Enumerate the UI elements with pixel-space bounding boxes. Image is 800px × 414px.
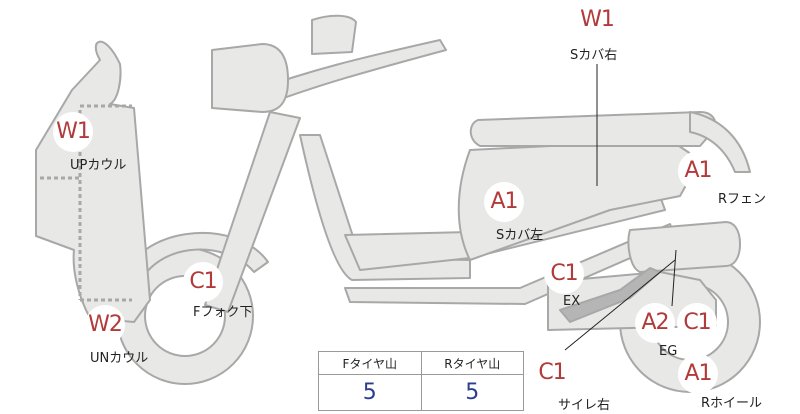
marker-code-a1-s-cover-left: A1 [484,182,524,222]
marker-code-w2-un-cowl: W2 [85,305,125,345]
marker-code-a1-r-fender: A1 [678,151,718,191]
marker-label-f-fork-lower: Fフォク下 [193,305,253,320]
marker-label-silencer-right: サイレ右 [558,398,611,413]
marker-code-c1-eg: C1 [677,303,717,343]
front-cowl [35,40,151,323]
handlebar [249,39,447,107]
side-cover [457,139,701,261]
marker-code-w1-up-cowl: W1 [53,112,93,152]
tire-tread-table: Fタイヤ山 Rタイヤ山 5 5 [318,351,524,411]
marker-code-c1-f-fork-lower: C1 [183,262,223,302]
marker-label-r-fender: Rフェン [718,192,767,207]
rear-tire-header: Rタイヤ山 [420,351,524,375]
front-fork [204,111,301,313]
front-tire-header: Fタイヤ山 [318,351,422,375]
marker-code-c1-ex: C1 [544,254,584,294]
headlight [211,43,289,113]
marker-label-ex: EX [563,294,581,309]
marker-code-a1-r-wheel: A1 [678,354,718,394]
marker-label-eg: EG [659,344,678,359]
floor-frame [299,134,471,281]
silencer [627,221,741,273]
seat [469,111,717,147]
marker-label-un-cowl: UNカウル [90,351,149,366]
marker-code-c1-silencer-right: C1 [532,353,572,393]
front-tire-value: 5 [318,374,422,411]
marker-label-r-wheel: Rホイール [701,396,763,411]
rear-tire-value: 5 [420,374,524,411]
marker-label-s-cover-left: Sカバ左 [496,228,544,243]
marker-label-s-cover-right: Sカバ右 [570,48,618,63]
head-top [311,14,357,55]
marker-code-w1-s-cover-right: W1 [577,0,617,40]
marker-code-a2-eg: A2 [635,303,675,343]
rear-fender [689,111,751,173]
marker-label-up-cowl: UPカウル [70,158,127,173]
